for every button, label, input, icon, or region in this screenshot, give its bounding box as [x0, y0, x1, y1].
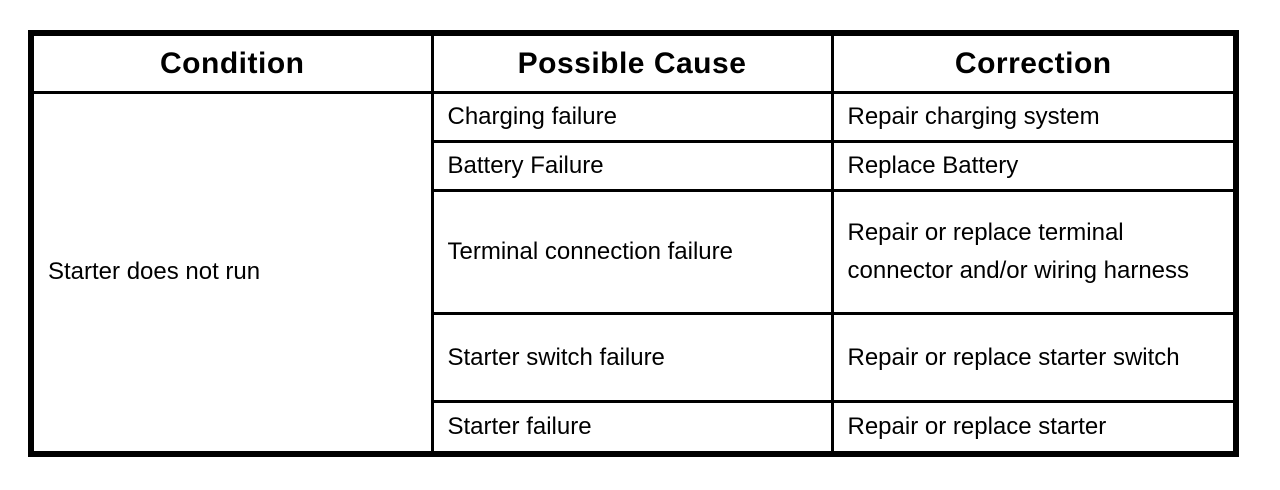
- header-correction: Correction: [830, 31, 1238, 94]
- table-row: Starter does not run Charging failure Re…: [29, 91, 1238, 455]
- cause-cell: Starter failure: [430, 400, 834, 455]
- correction-cell: Replace Battery: [830, 140, 1238, 192]
- cause-cell: Starter switch failure: [430, 312, 834, 403]
- table-row: Battery Failure Replace Battery: [31, 140, 1238, 192]
- table-header-row: Condition Possible Cause Correction: [29, 31, 1238, 94]
- table-row: Starter failure Repair or replace starte…: [31, 400, 1238, 455]
- table-row: Terminal connection failure Repair or re…: [31, 189, 1238, 315]
- header-possible-cause: Possible Cause: [430, 31, 834, 94]
- cause-cell: Charging failure: [430, 91, 834, 143]
- cause-cell: Battery Failure: [430, 140, 834, 192]
- header-condition: Condition: [29, 31, 434, 94]
- cause-cell: Terminal connection failure: [430, 189, 834, 315]
- correction-cell: Repair or replace starter switch: [830, 312, 1238, 403]
- correction-cell: Repair charging system: [830, 91, 1238, 143]
- correction-cell: Repair or replace terminal connector and…: [830, 189, 1238, 315]
- correction-cell: Repair or replace starter: [830, 400, 1238, 455]
- troubleshooting-table-container: Condition Possible Cause Correction Star…: [28, 30, 1239, 457]
- table-row: Starter switch failure Repair or replace…: [31, 312, 1238, 403]
- troubleshooting-table: Condition Possible Cause Correction Star…: [28, 30, 1239, 457]
- condition-cell: Starter does not run: [29, 91, 434, 455]
